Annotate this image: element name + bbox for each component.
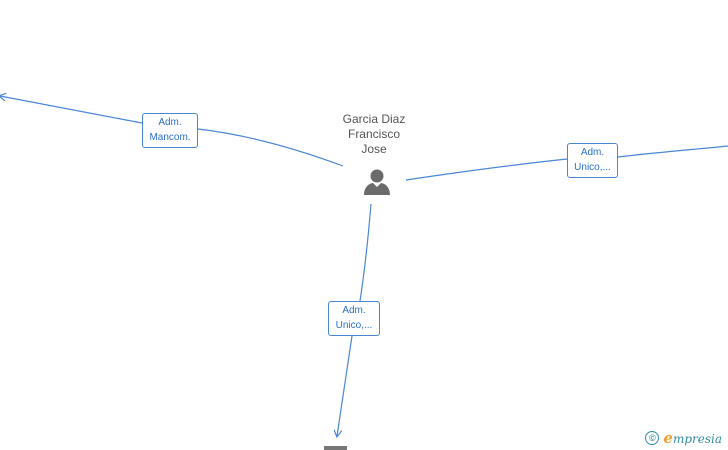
relation-label-adm-unico-down[interactable]: Adm. Unico,... bbox=[328, 301, 380, 336]
person-name-line: Jose bbox=[361, 142, 387, 156]
person-name[interactable]: Garcia Diaz Francisco Jose bbox=[324, 112, 424, 157]
brand-logo-initial: e bbox=[663, 429, 673, 447]
edge-right bbox=[405, 145, 728, 181]
relation-label-line: Adm. bbox=[580, 147, 605, 158]
relation-label-adm-mancom[interactable]: Adm. Mancom. bbox=[142, 113, 198, 148]
person-name-line: Francisco bbox=[347, 127, 400, 141]
relation-label-line: Unico,... bbox=[574, 162, 611, 173]
person-icon[interactable] bbox=[362, 167, 392, 197]
relation-label-line: Adm. bbox=[158, 117, 182, 128]
edge-down bbox=[337, 203, 372, 436]
copyright-icon: © bbox=[645, 431, 660, 445]
relation-label-line: Unico,... bbox=[335, 320, 373, 331]
edge-left bbox=[0, 96, 344, 167]
relation-label-line: Adm. bbox=[342, 305, 366, 316]
footer-brand: © empresia bbox=[645, 429, 722, 447]
brand-logo-text: mpresia bbox=[672, 432, 722, 446]
company-node-stub[interactable] bbox=[324, 446, 347, 450]
brand-logo: empresia bbox=[663, 429, 722, 447]
relation-label-adm-unico-right[interactable]: Adm. Unico,... bbox=[567, 143, 618, 178]
relation-label-line: Mancom. bbox=[149, 132, 191, 143]
person-name-line: Garcia Diaz bbox=[342, 112, 406, 126]
